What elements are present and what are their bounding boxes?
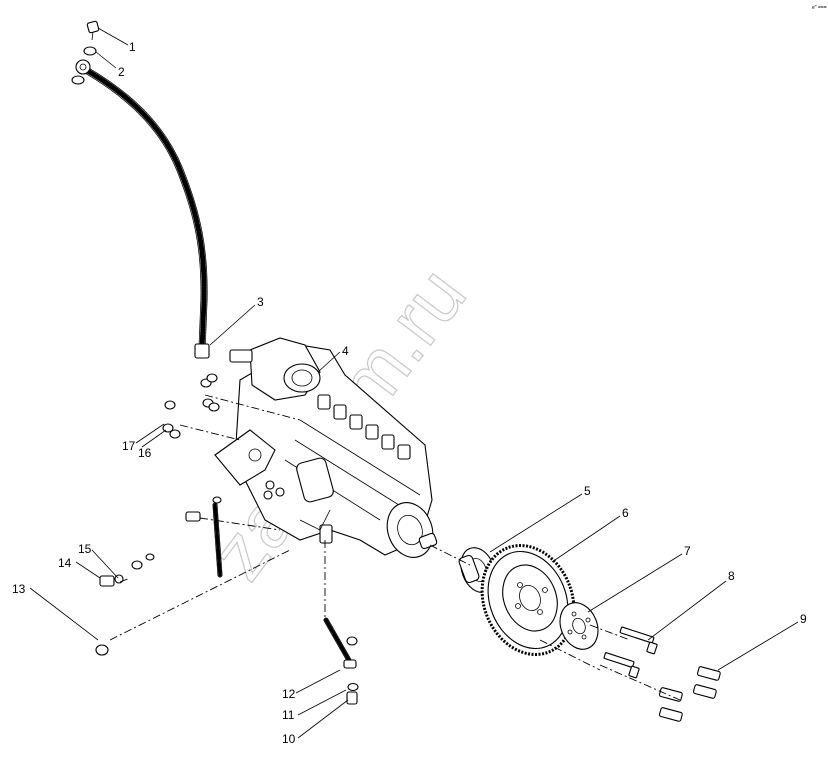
fuel-hose-assembly bbox=[75, 59, 210, 359]
callout-8: 8 bbox=[728, 569, 735, 583]
callout-11: 11 bbox=[282, 708, 295, 722]
sealing-washers-top bbox=[71, 46, 97, 85]
gear-bolts bbox=[658, 666, 721, 722]
callout-17: 17 bbox=[122, 439, 136, 453]
plate-bolts bbox=[603, 626, 658, 679]
callout-15: 15 bbox=[78, 542, 92, 556]
callout-3: 3 bbox=[257, 295, 264, 309]
return-pipe bbox=[95, 553, 174, 656]
callout-6: 6 bbox=[622, 506, 629, 520]
injection-pump bbox=[214, 337, 438, 558]
callout-10: 10 bbox=[282, 732, 296, 746]
retaining-plate bbox=[559, 602, 599, 650]
callout-9: 9 bbox=[800, 612, 807, 626]
support-rod-bottom bbox=[323, 617, 359, 705]
delivery-valves bbox=[317, 394, 411, 460]
banjo-bolt bbox=[86, 20, 100, 41]
callout-1: 1 bbox=[129, 40, 136, 54]
callout-5: 5 bbox=[584, 484, 591, 498]
return-pipe-bolt bbox=[99, 574, 124, 587]
callout-12: 12 bbox=[282, 687, 296, 701]
corner-mark: e" === bbox=[812, 5, 827, 11]
callout-7: 7 bbox=[684, 544, 691, 558]
assembly-center-lines bbox=[109, 394, 681, 701]
callout-2: 2 bbox=[118, 65, 125, 79]
support-rod-left bbox=[185, 496, 223, 578]
callout-4: 4 bbox=[342, 344, 349, 358]
callout-14: 14 bbox=[58, 556, 72, 570]
callout-16: 16 bbox=[138, 446, 152, 460]
callout-13: 13 bbox=[12, 582, 26, 596]
leader-lines bbox=[29, 27, 799, 739]
callout-labels: 1 2 3 4 5 6 7 8 9 10 11 12 13 14 15 16 1… bbox=[12, 40, 807, 746]
drive-gear bbox=[480, 544, 576, 656]
nuts-and-washers bbox=[162, 373, 220, 439]
